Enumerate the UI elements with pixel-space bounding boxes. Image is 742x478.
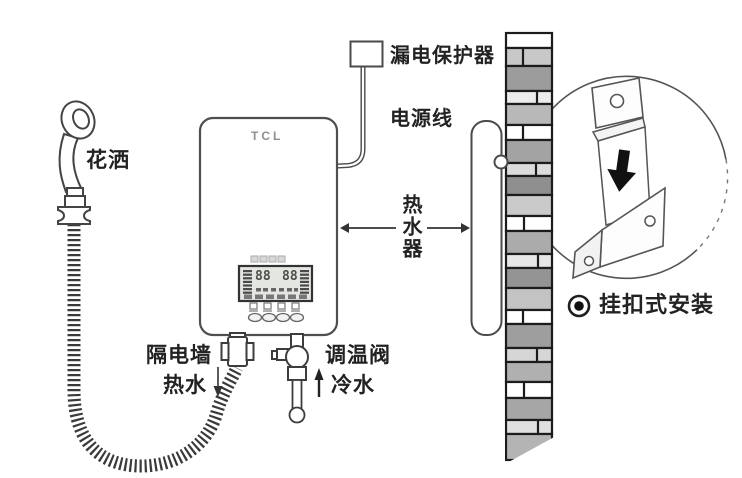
- hot-water-down-arrow-icon: [213, 367, 223, 397]
- hook-mount-label: 挂扣式安装: [599, 292, 715, 317]
- cold-water-up-arrow-icon: [314, 368, 324, 397]
- water-heater-label: 热水器: [399, 194, 421, 260]
- hot-water-label: 热水: [163, 374, 207, 397]
- temp-valve: [271, 333, 309, 424]
- tcl-logo: TCL: [251, 129, 284, 143]
- lcd-display: [237, 255, 314, 303]
- leakage-protector-label: 漏电保护器: [390, 45, 495, 67]
- hose-holder-clamp: [57, 206, 91, 225]
- bullet-icon: [567, 294, 591, 318]
- power-cord-label: 电源线: [390, 108, 453, 130]
- control-buttons: [247, 302, 305, 323]
- shower-label: 花洒: [86, 149, 130, 172]
- wall-bracket: [470, 120, 509, 336]
- insert-direction-arrow-icon: [607, 149, 637, 192]
- power-cord: [337, 66, 366, 169]
- mounting-bracket-lower: [572, 186, 666, 280]
- width-arrow: [340, 223, 470, 233]
- lcd-right-value: 88: [282, 269, 298, 284]
- inset-detail-circle: [524, 75, 729, 280]
- shower-head: [57, 100, 96, 225]
- hot-water-outlet: [220, 332, 255, 367]
- cold-water-label: 冷水: [331, 374, 375, 397]
- leakage-protector-box: [349, 40, 384, 68]
- temp-valve-label: 调温阀: [325, 344, 391, 367]
- isolation-wall-label: 隔电墙: [146, 344, 212, 367]
- lcd-left-value: 88: [255, 269, 271, 284]
- brick-wall: [504, 31, 554, 462]
